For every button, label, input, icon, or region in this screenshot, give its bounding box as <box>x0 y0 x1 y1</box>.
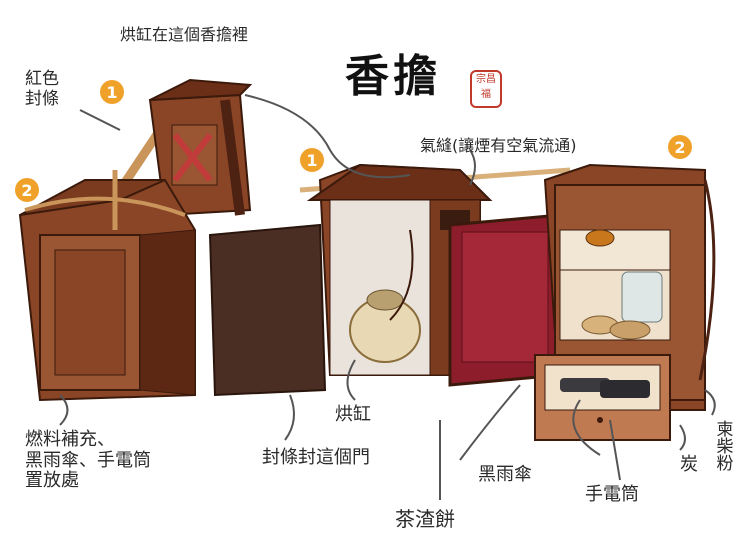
label-door-seal: 封條封這個門 <box>262 447 370 468</box>
badge-two-left: 2 <box>15 178 39 202</box>
badge-two-right: 2 <box>668 135 692 159</box>
label-tea-cake: 茶渣餅 <box>395 507 455 531</box>
label-umbrella: 黑雨傘 <box>478 464 532 485</box>
label-jar: 烘缸 <box>335 404 371 425</box>
right-box <box>534 163 716 441</box>
label-jar-note: 烘缸在這個香擔裡 <box>120 25 249 44</box>
big-box-left <box>18 170 196 402</box>
small-box-back <box>148 78 253 217</box>
label-charcoal: 炭 <box>680 454 698 475</box>
label-fuel-storage: 燃料補充、 黑雨傘、手電筒 置放處 <box>25 429 151 492</box>
label-flashlight: 手電筒 <box>585 484 639 505</box>
badge-one-left: 1 <box>100 80 124 104</box>
seal-stamp: 宗昌 福 <box>470 70 502 108</box>
center-box <box>208 163 562 397</box>
badge-one-center: 1 <box>300 148 324 172</box>
pointer-lines <box>59 94 716 500</box>
page-title: 香擔 <box>345 51 441 102</box>
label-wood-powder: 柬柴粉 <box>712 420 733 471</box>
label-air-gap: 氣縫(讓煙有空氣流通) <box>420 136 577 155</box>
label-red-seal: 紅色 封條 <box>25 69 59 109</box>
